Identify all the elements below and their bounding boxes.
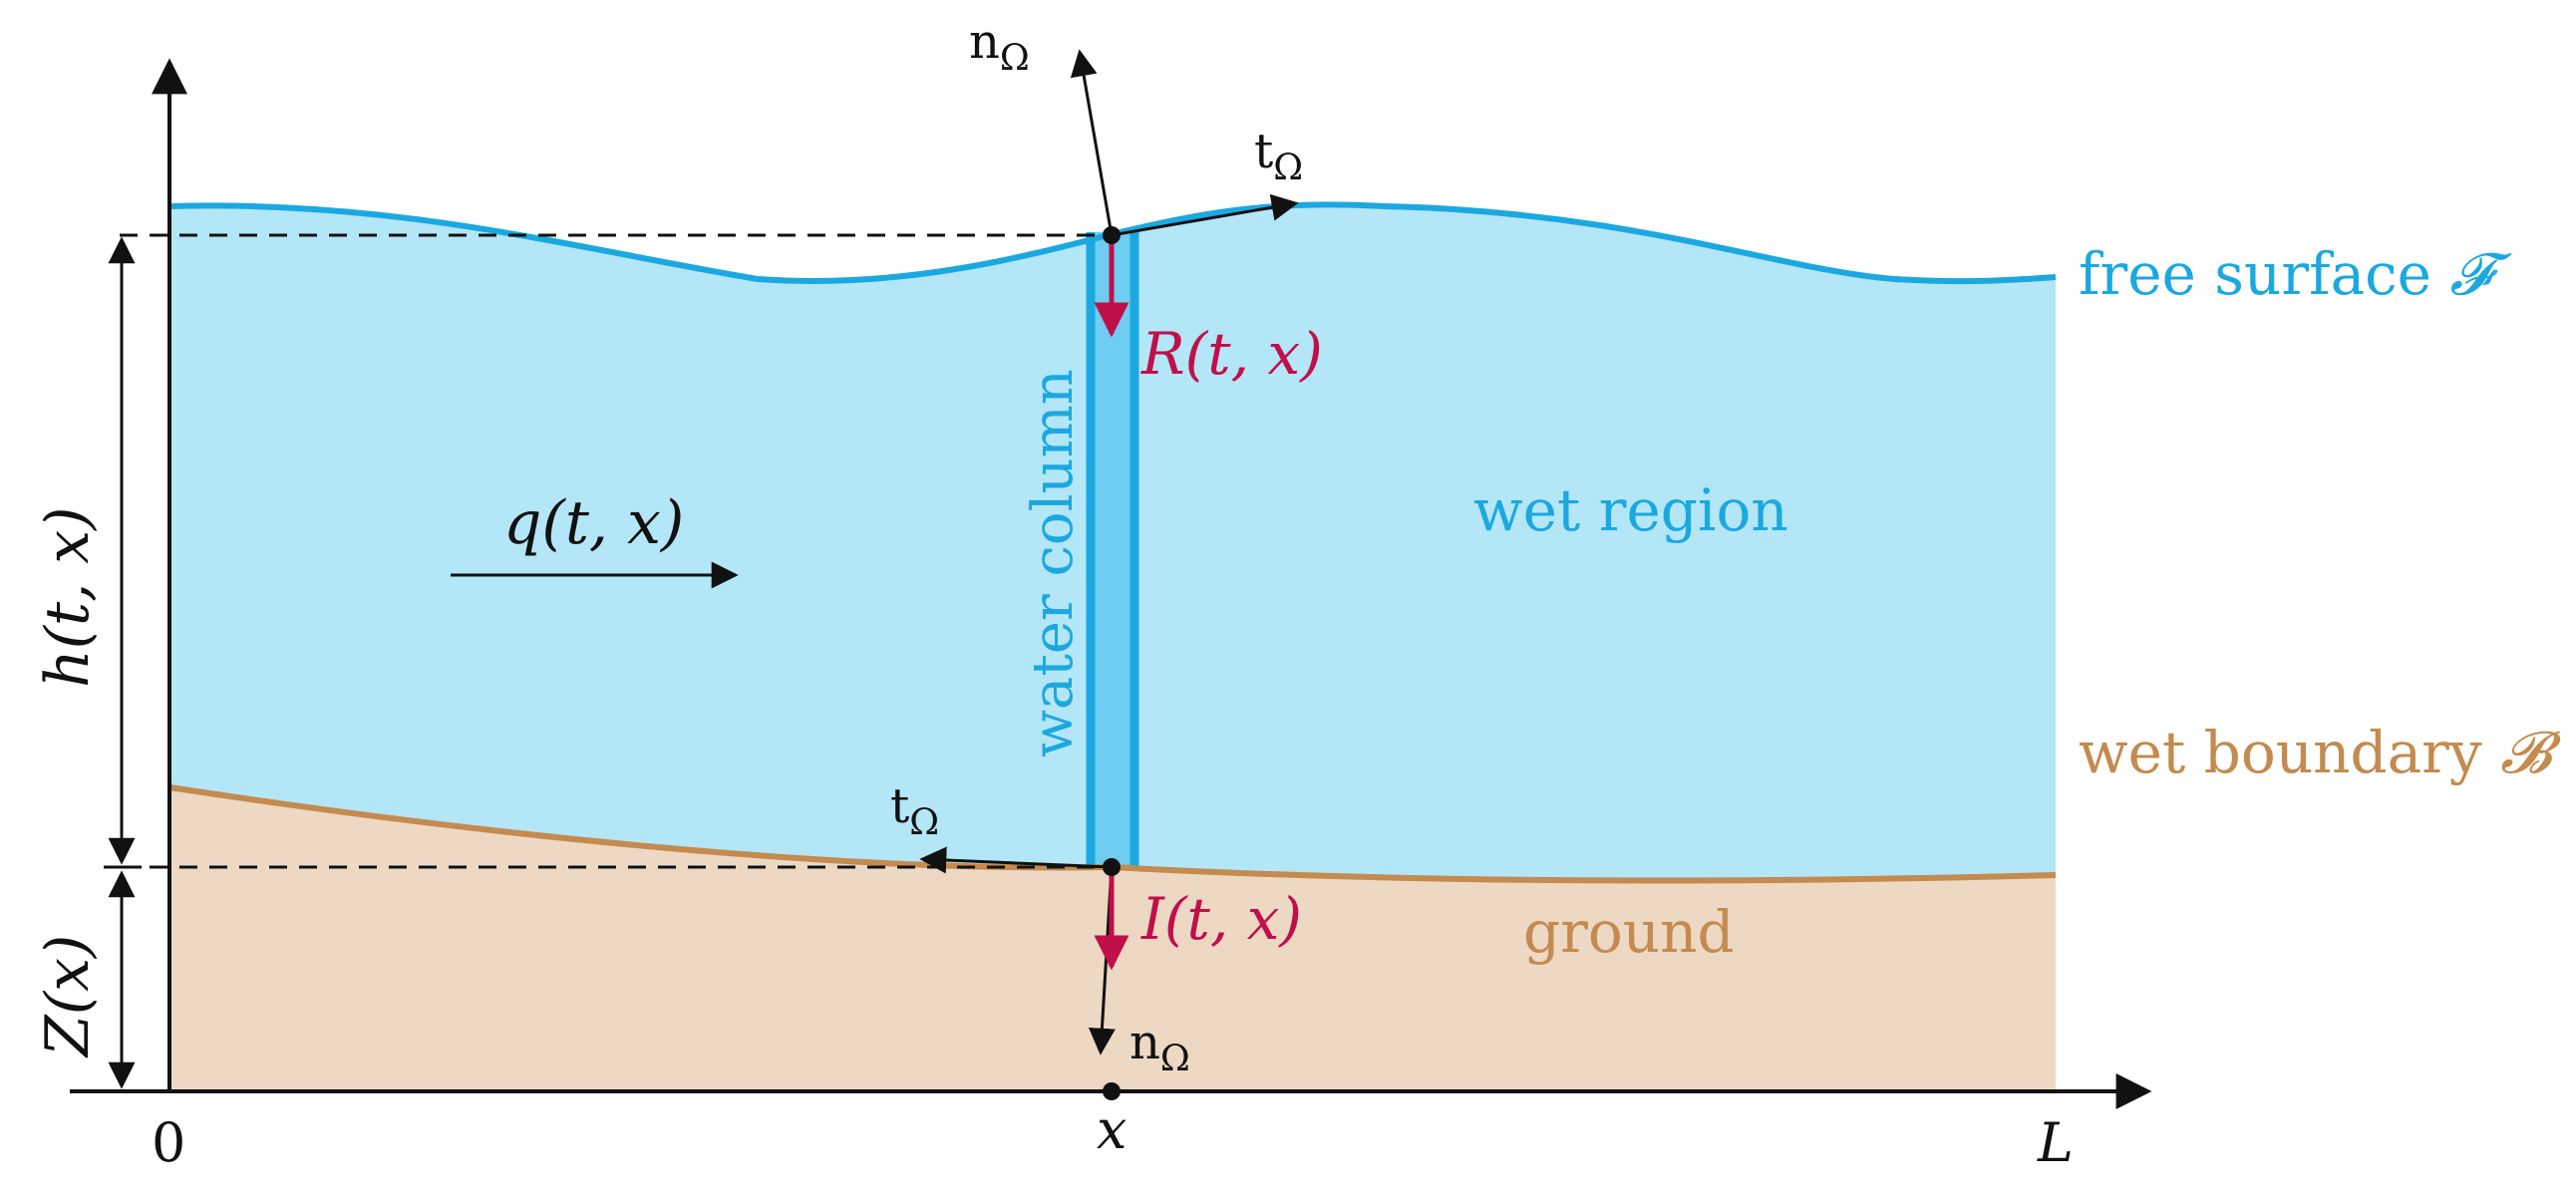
- tangent-bottom-arrow: [919, 846, 1113, 874]
- x-origin-label: 0: [152, 1111, 185, 1174]
- surface-point: [1103, 226, 1121, 244]
- tangent-top-arrow: [1111, 193, 1299, 237]
- height-label: h(t, x): [33, 506, 103, 688]
- free-surface-line: [168, 201, 2057, 285]
- x-point-label: x: [1097, 1098, 1127, 1161]
- topography-label: Z(x): [33, 935, 103, 1058]
- wet-region-label: wet region: [1473, 476, 1788, 544]
- water-column-label: water column: [1021, 369, 1086, 757]
- ground-point: [1103, 858, 1121, 876]
- x-end-label: L: [2037, 1111, 2074, 1174]
- normal-top-arrow: [1070, 49, 1114, 236]
- normal-top-label: nΩ: [969, 14, 1030, 79]
- discharge-label: q(t, x): [503, 488, 684, 558]
- tangent-bottom-label: tΩ: [890, 778, 939, 843]
- water-column: [1091, 232, 1134, 868]
- tangent-top-label: tΩ: [1254, 124, 1303, 188]
- ground-label: ground: [1523, 898, 1735, 966]
- infiltration-label: I(t, x): [1140, 885, 1302, 953]
- free-surface-label: free surface 𝓕: [2079, 240, 2512, 308]
- wet-boundary-label: wet boundary 𝓑: [2079, 719, 2562, 786]
- rain-label: R(t, x): [1140, 320, 1323, 388]
- normal-bottom-label: nΩ: [1129, 1015, 1190, 1079]
- x-axis-point: [1103, 1082, 1121, 1100]
